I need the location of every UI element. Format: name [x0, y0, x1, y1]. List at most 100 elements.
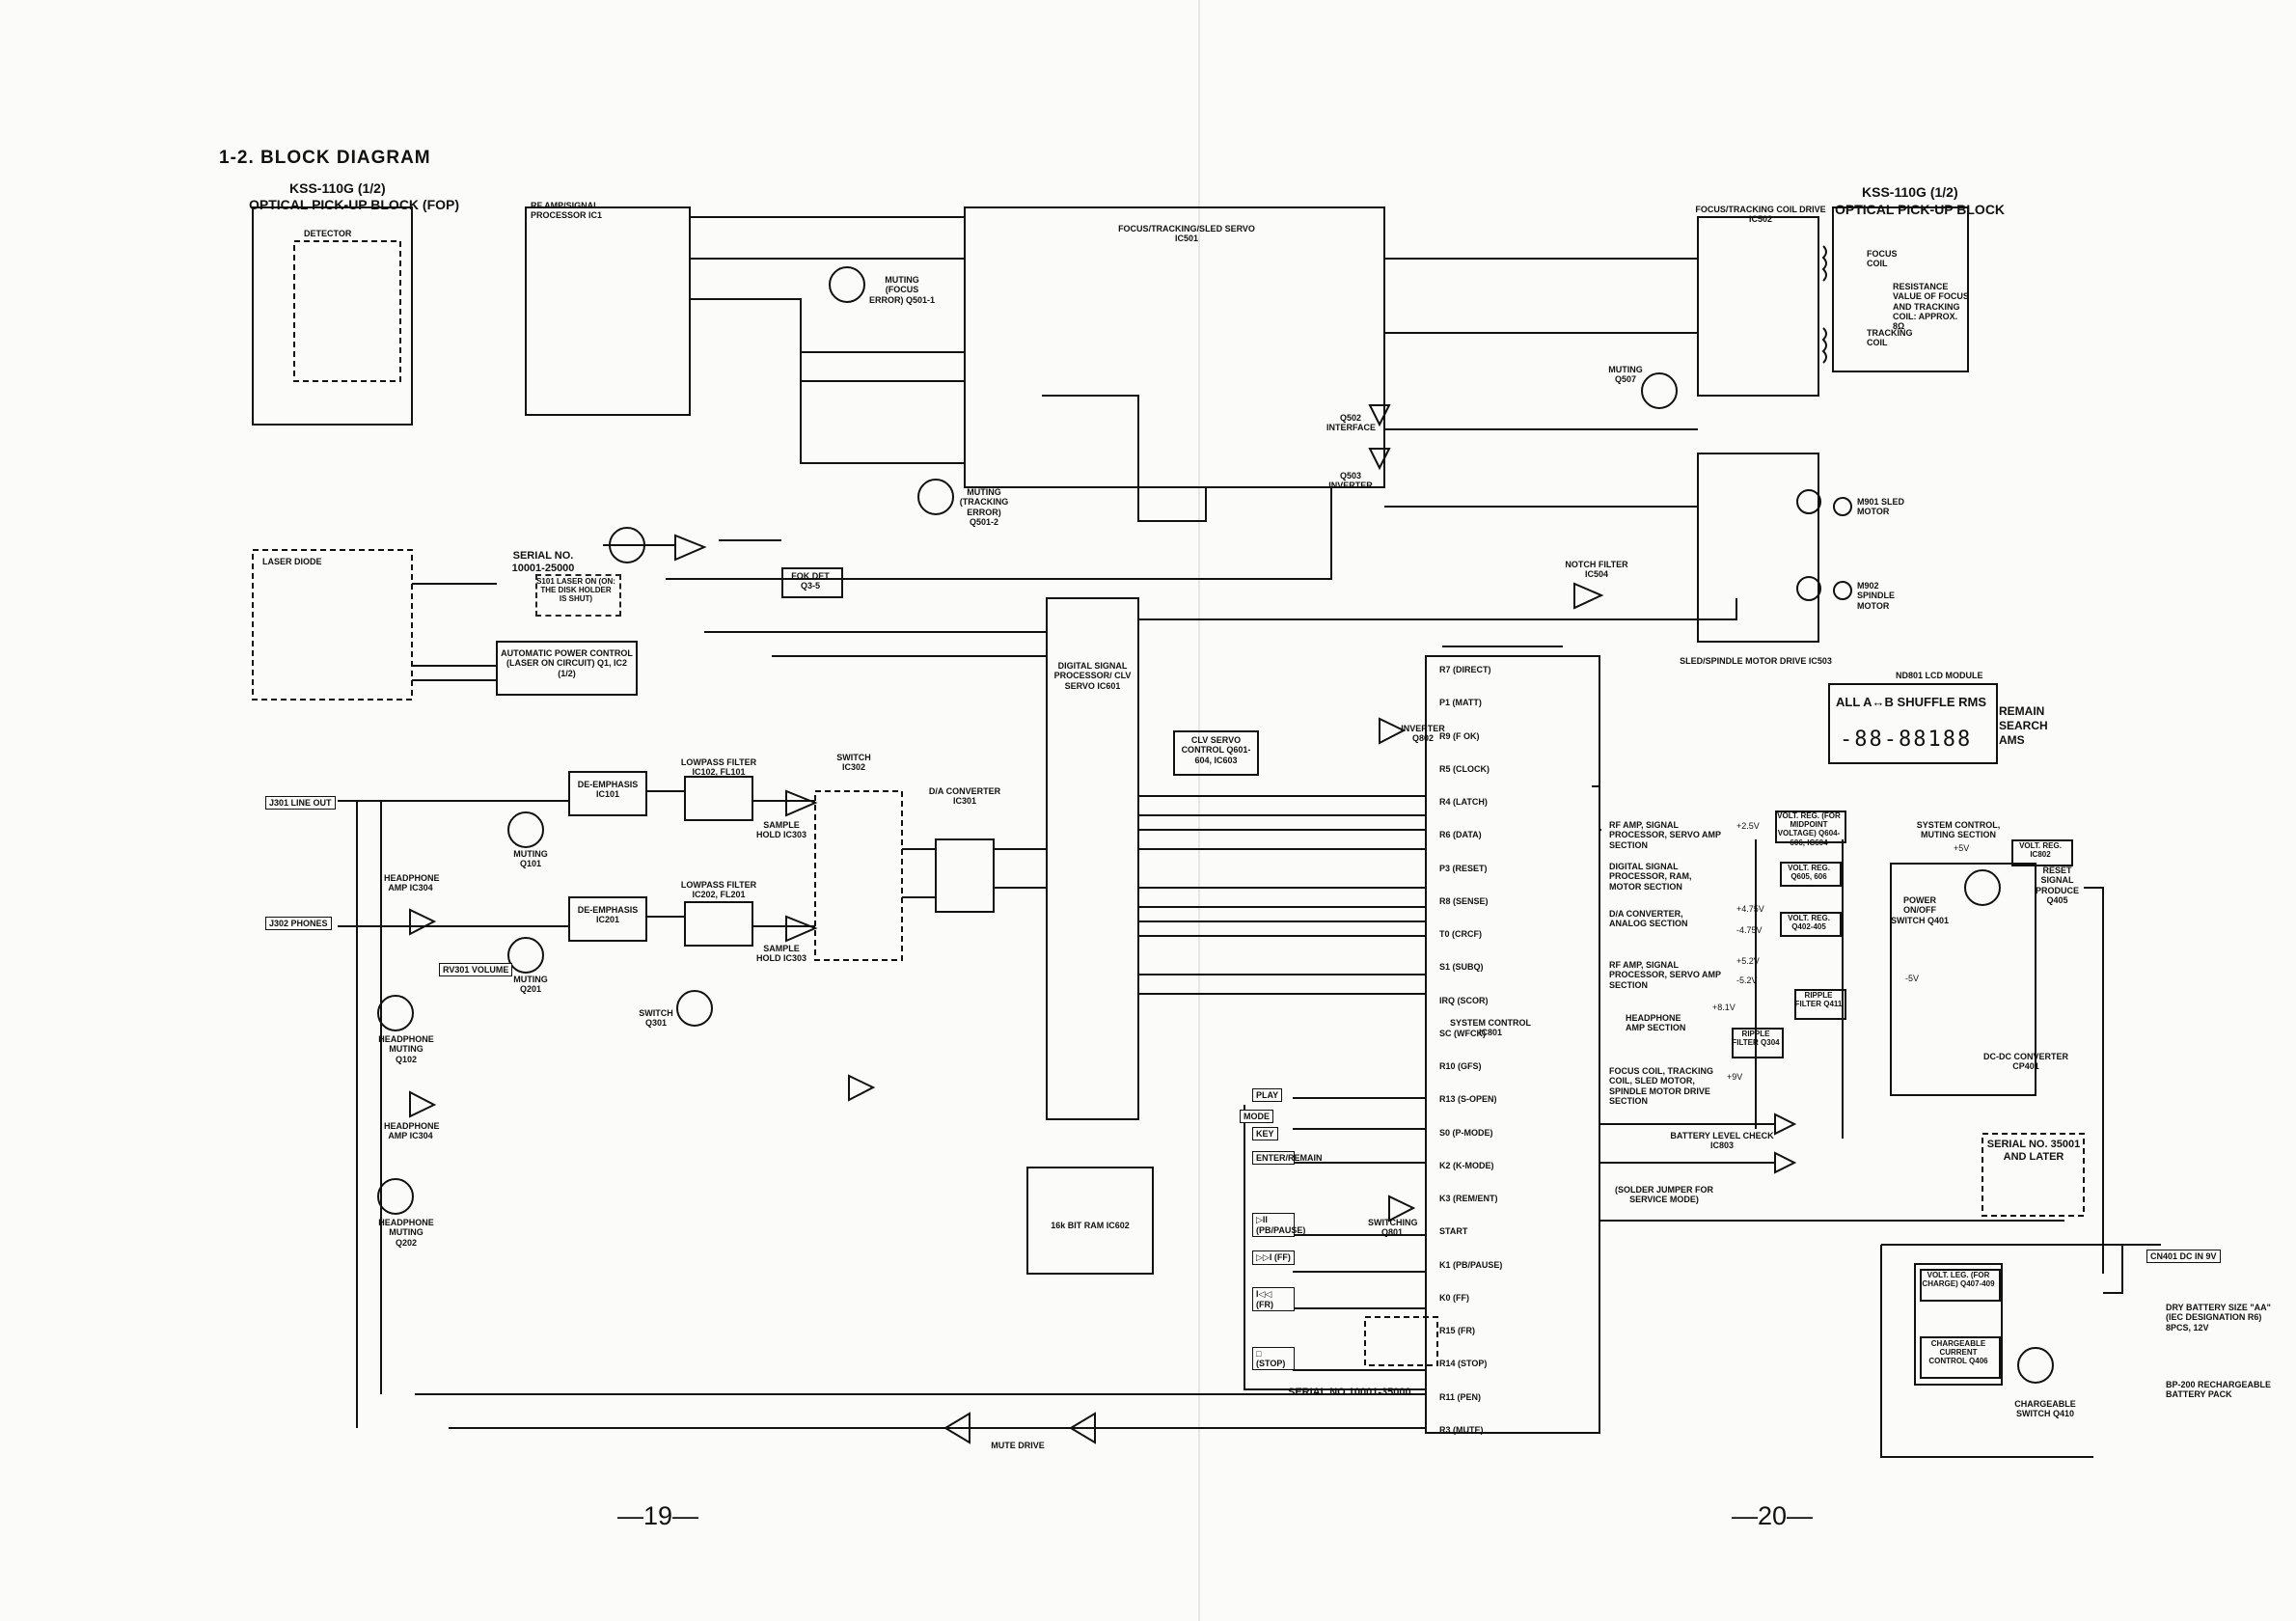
dsp-label: DIGITAL SIGNAL PROCESSOR/ CLV SERVO IC60… — [1053, 661, 1132, 691]
page-number-left: —19— — [617, 1501, 699, 1530]
syscon-pin: K0 (FF) — [1439, 1292, 1469, 1303]
sh1-label: SAMPLE HOLD IC303 — [755, 820, 806, 840]
key-ff: ▷▷I (FF) — [1252, 1250, 1295, 1265]
amp-mute-drive — [943, 1412, 1096, 1444]
volt-reg3-box — [1780, 912, 1842, 937]
syscon-pin: K1 (PB/PAUSE) — [1439, 1259, 1503, 1270]
supply-label-6: FOCUS COIL, TRACKING COIL, SLED MOTOR, S… — [1609, 1066, 1713, 1107]
volt-reg3-label: VOLT. REG. Q402-405 — [1788, 914, 1830, 932]
servo-box — [964, 206, 1385, 488]
rf-box — [525, 206, 691, 416]
hp-mute1-label: HEADPHONE MUTING Q102 — [378, 1034, 434, 1064]
lpf1-label: LOWPASS FILTER IC102, FL101 — [680, 757, 757, 778]
s101-note: S101 LASER ON (ON: THE DISK HOLDER IS SH… — [536, 577, 615, 604]
muting-q201-label: MUTING Q201 — [513, 975, 548, 995]
lcd-module: ALL A↔B SHUFFLE RMS -88-88188 — [1828, 683, 1998, 764]
syscon-pin: R15 (FR) — [1439, 1326, 1476, 1336]
s101-outline — [535, 574, 621, 617]
clv-label: CLV SERVO CONTROL Q601-604, IC603 — [1181, 735, 1251, 765]
wire-audio-lpf — [752, 800, 815, 927]
ripple2-label: RIPPLE FILTER Q304 — [1732, 1030, 1780, 1048]
volt-reg4-label: VOLT. REG. IC802 — [2019, 841, 2062, 860]
amp-notch — [1573, 582, 1604, 610]
voltage-3: -4.75V — [1736, 925, 1763, 935]
syscon-pin: R4 (LATCH) — [1439, 797, 1488, 808]
page-title: 1-2. BLOCK DIAGRAM — [219, 148, 431, 168]
page-number-right: —20— — [1732, 1501, 1814, 1530]
lpf2-label: LOWPASS FILTER IC202, FL201 — [680, 880, 757, 900]
voltage-8: +5V — [1954, 843, 1970, 853]
voltage-1: +2.5V — [1736, 821, 1760, 831]
lcd-side-labels: REMAIN SEARCH AMS — [1999, 704, 2048, 748]
sh2-label: SAMPLE HOLD IC303 — [755, 944, 806, 964]
supply-label-4: RF AMP, SIGNAL PROCESSOR, SERVO AMP SECT… — [1609, 960, 1721, 990]
key-stop: □ (STOP) — [1252, 1347, 1295, 1370]
j302-tag: J302 PHONES — [265, 917, 332, 930]
charge-reg-label: VOLT. LEG. (FOR CHARGE) Q407-409 — [1922, 1271, 1995, 1289]
fok-label: FOK DET Q3-5 — [791, 571, 830, 591]
lcd-ams: AMS — [1999, 733, 2025, 747]
power-sw-box — [1364, 1316, 1438, 1366]
wire-gfs-bus — [1138, 974, 1426, 995]
interface-label: Q502 INTERFACE — [1326, 413, 1377, 433]
rv301-tag: RV301 VOLUME — [439, 963, 513, 976]
serial-note-1: SERIAL NO. 10001-25000 — [511, 550, 575, 574]
notch-label: NOTCH FILTER IC504 — [1565, 560, 1628, 580]
syscon-pin: P3 (RESET) — [1439, 863, 1488, 873]
dsp-box — [1046, 597, 1139, 1120]
muting501-label: MUTING (FOCUS ERROR) Q501-1 — [868, 275, 936, 305]
voltage-4: +5.2V — [1736, 956, 1760, 966]
muting507-label: MUTING Q507 — [1608, 365, 1643, 385]
serial-35001-box — [1982, 1133, 2085, 1217]
dac-box — [935, 838, 995, 913]
lpf1-box — [684, 776, 753, 821]
tracking-coil-label: TRACKING COIL — [1867, 328, 1913, 348]
charge-box — [1914, 1263, 2003, 1386]
dac-label: D/A CONVERTER IC301 — [928, 786, 1001, 807]
wire-serial-bus — [1138, 795, 1426, 850]
syscon-pin: R11 (PEN) — [1439, 1391, 1482, 1402]
wire-keys-bus — [1244, 1105, 1426, 1390]
syscon-pin: R8 (SENSE) — [1439, 895, 1489, 906]
key-enter-remain: ENTER/REMAIN — [1252, 1151, 1323, 1165]
switch302-box — [814, 790, 903, 961]
dcdc-box — [1890, 863, 2036, 1096]
coil-focus — [1821, 245, 1827, 282]
wire-audio-in — [338, 800, 569, 927]
syscon-pin: R13 (S-OPEN) — [1439, 1094, 1497, 1105]
detector-label: DETECTOR — [304, 229, 352, 238]
voltage-5: -5.2V — [1736, 975, 1758, 985]
ram-label: 16k BIT RAM IC602 — [1051, 1221, 1130, 1230]
hp-amp2-label: HEADPHONE AMP IC304 — [384, 1121, 440, 1141]
pickup-right-model: KSS-110G (1/2) — [1862, 184, 1958, 200]
syscon-pin: R14 (STOP) — [1439, 1359, 1488, 1369]
amp-hp — [409, 908, 437, 1118]
lcd-row2: -88-88188 — [1840, 728, 1973, 752]
dry-battery-label: DRY BATTERY SIZE "AA" (IEC DESIGNATION R… — [2166, 1303, 2271, 1333]
supply-label-5: HEADPHONE AMP SECTION — [1626, 1013, 1686, 1033]
solder-note: (SOLDER JUMPER FOR SERVICE MODE) — [1614, 1185, 1713, 1205]
wire-audio-mid — [646, 790, 685, 918]
charge-reg-box — [1920, 1269, 2001, 1302]
muting-q101-label: MUTING Q101 — [513, 849, 548, 869]
mute-drive-label: MUTE DRIVE — [991, 1441, 1045, 1450]
apc-label: AUTOMATIC POWER CONTROL (LASER ON CIRCUI… — [501, 648, 633, 678]
charge-sw-label: CHARGEABLE SWITCH Q410 — [2014, 1399, 2076, 1419]
fok-box — [781, 567, 843, 598]
volt-reg1-label: VOLT. REG. (FOR MIDPOINT VOLTAGE) Q604-6… — [1777, 811, 1841, 847]
wire-dac-dsp — [994, 848, 1047, 889]
volt-reg1-box — [1775, 810, 1846, 843]
syscon-label: SYSTEM CONTROL IC801 — [1449, 1018, 1531, 1038]
reset-label: RESET SIGNAL PRODUCE Q405 — [2035, 865, 2079, 906]
charge-ctrl-box — [1920, 1336, 2001, 1379]
key-fr: I◁◁ (FR) — [1252, 1287, 1295, 1311]
amp-sh — [785, 789, 818, 943]
switch-q301-label: SWITCH Q301 — [639, 1008, 673, 1029]
amp-inverter — [1379, 717, 1407, 745]
resistance-note: RESISTANCE VALUE OF FOCUS AND TRACKING C… — [1893, 282, 1969, 332]
voltage-6: +8.1V — [1712, 1003, 1736, 1012]
hp-mute2-label: HEADPHONE MUTING Q202 — [378, 1218, 434, 1248]
switching-label: SWITCHING Q801 — [1368, 1218, 1418, 1238]
key-play: PLAY — [1252, 1088, 1283, 1102]
